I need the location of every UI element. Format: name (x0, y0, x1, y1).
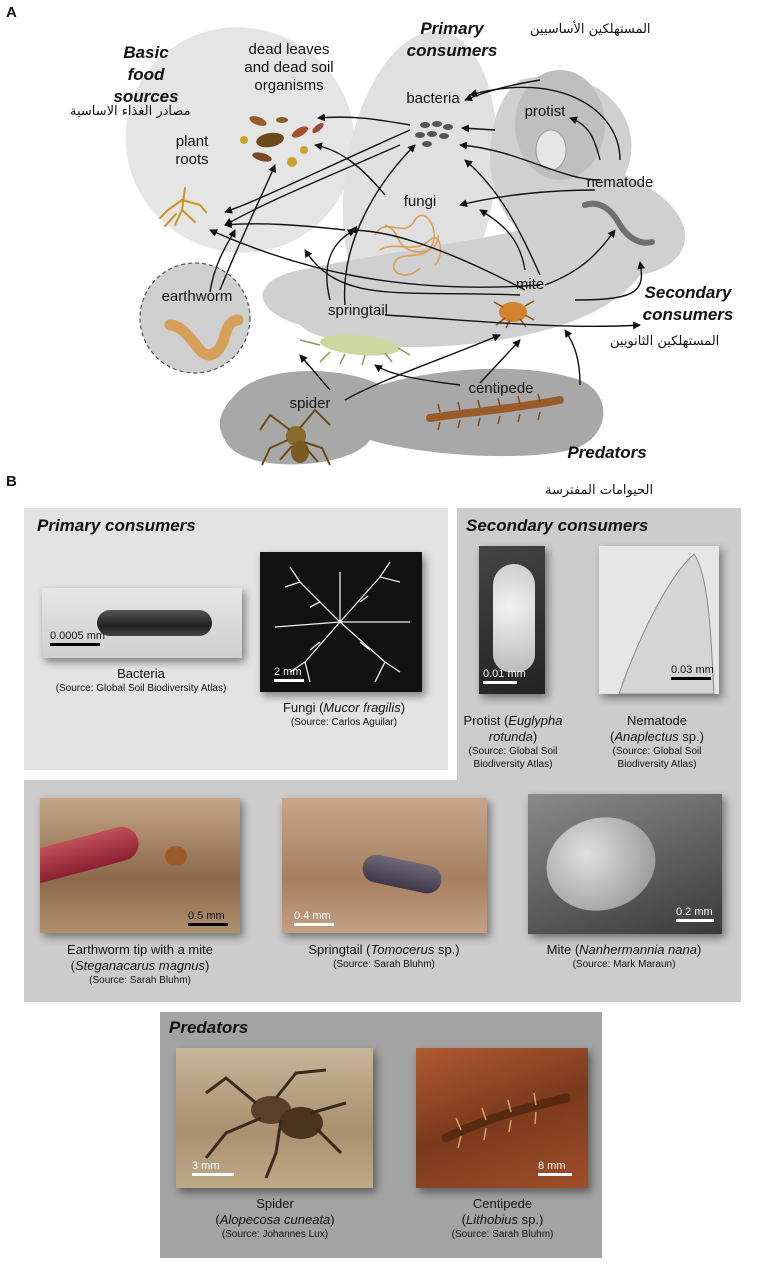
centipede-icon (426, 393, 564, 431)
protist-caption: Protist (Euglypha rotunda) (Source: Glob… (463, 713, 563, 770)
group-primary-arabic: المستهلكين الأساسيين (530, 22, 651, 37)
springtail-icon (299, 334, 411, 366)
panel-b-letter: B (6, 473, 17, 490)
bacteria-icon (415, 121, 453, 147)
plant-roots-icon (159, 187, 207, 227)
label-nematode: nematode (586, 174, 654, 191)
nematode-icon (582, 200, 655, 246)
springtail-caption: Springtail (Tomocerus sp.) (Source: Sara… (308, 942, 460, 970)
dead-leaves-icon (240, 116, 324, 167)
food-web-arrows (209, 79, 646, 401)
springtail-photo: 0.4 mm (282, 798, 487, 933)
mite-caption: Mite (Nanhermannia nana) (Source: Mark M… (546, 942, 702, 970)
mite-scale: 0.2 mm (676, 906, 714, 922)
group-secondary-arabic: المستهلكين الثانويين (610, 334, 720, 349)
earthworm-caption: Earthworm tip with a mite (Steganacarus … (67, 942, 213, 986)
earthworm-icon (164, 314, 244, 361)
bacteria-caption: Bacteria (Source: Global Soil Biodiversi… (55, 666, 227, 694)
spider-caption: Spider (Alopecosa cuneata) (Source: Joha… (215, 1196, 335, 1240)
group-primary-consumers: Primary consumers (406, 19, 498, 60)
mite-photo: 0.2 mm (528, 794, 722, 934)
earthworm-photo: 0.5 mm (40, 798, 240, 933)
springtail-scale: 0.4 mm (294, 910, 334, 926)
secondary-consumers-box: Secondary consumers 0.01 mm Protist (Eug… (457, 508, 741, 780)
bacteria-photo: 0.0005 mm (42, 588, 242, 658)
label-plant-roots: plant roots (175, 133, 209, 168)
protist-photo: 0.01 mm (479, 546, 545, 694)
label-mite: mite (515, 276, 545, 293)
fungi-icon (374, 214, 442, 276)
protist-icon (535, 129, 567, 171)
spider-photo: 3 mm (176, 1048, 373, 1188)
group-basic-food-sources: Basic food sources (113, 43, 179, 106)
label-fungi: fungi (403, 193, 437, 210)
group-predators-arabic: الحيوامات المفترسة (545, 483, 654, 498)
spider-icon (259, 408, 331, 466)
nematode-scale: 0.03 mm (671, 664, 714, 680)
middle-organisms-box: 0.5 mm Earthworm tip with a mite (Stegan… (24, 780, 741, 1002)
centipede-photo: 8 mm (416, 1048, 588, 1188)
centipede-caption: Centipede (Lithobius sp.) (Source: Sarah… (451, 1196, 554, 1240)
spider-scale: 3 mm (192, 1160, 234, 1176)
panel-a-letter: A (6, 4, 17, 21)
group-secondary-consumers: Secondary consumers (642, 283, 734, 324)
primary-consumers-box: Primary consumers 0.0005 mm Bacteria (So… (24, 508, 448, 770)
fungi-photo: 2 mm (260, 552, 422, 692)
predators-box: Predators 3 mm Spider (Alopecosa cuneata… (160, 1012, 602, 1258)
group-predators: Predators (567, 443, 647, 462)
fungi-caption: Fungi (Mucor fragilis) (Source: Carlos A… (282, 700, 406, 728)
food-web-diagram (125, 27, 686, 466)
label-bacteria: bacteria (406, 90, 460, 107)
protist-scale: 0.01 mm (483, 668, 526, 684)
label-springtail: springtail (327, 302, 389, 319)
label-spider: spider (289, 395, 331, 412)
predators-title: Predators (169, 1018, 249, 1037)
label-centipede: centipede (468, 380, 534, 397)
label-dead-leaves: dead leaves and dead soil organisms (244, 41, 334, 94)
label-earthworm: earthworm (161, 288, 233, 305)
label-protist: protist (524, 103, 566, 120)
primary-consumers-title: Primary consumers (37, 516, 196, 535)
nematode-caption: Nematode (Anaplectus sp.) (Source: Globa… (610, 713, 704, 770)
fungi-scale: 2 mm (274, 666, 304, 682)
nematode-photo: 0.03 mm (599, 546, 719, 694)
predators-blob (219, 368, 604, 465)
group-basic-arabic: مصادر الغذاء الاساسية (70, 104, 191, 119)
centipede-scale: 8 mm (538, 1160, 572, 1176)
secondary-consumers-title: Secondary consumers (466, 516, 649, 535)
bacteria-scale: 0.0005 mm (50, 630, 105, 646)
earthworm-scale: 0.5 mm (188, 910, 228, 926)
